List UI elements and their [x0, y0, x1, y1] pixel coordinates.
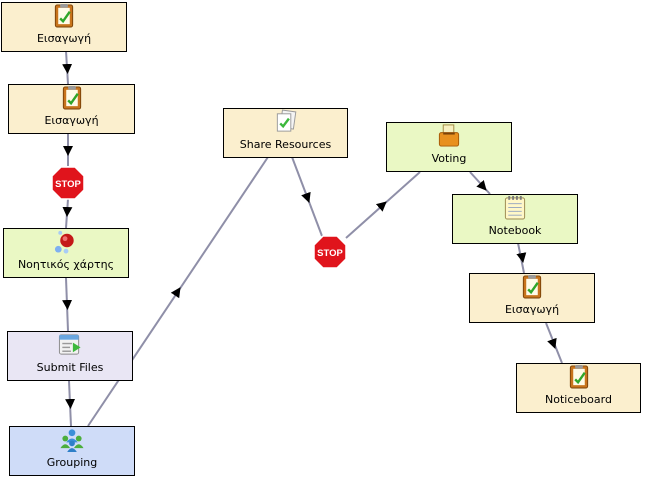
documents-icon [276, 109, 296, 132]
activity-intro-3-label: Εισαγωγή [504, 303, 560, 316]
stop-gate-1[interactable]: STOP [51, 166, 85, 200]
transition-notebook-intro3[interactable] [517, 242, 525, 274]
activity-voting[interactable]: Voting [386, 122, 512, 172]
notebook-icon [504, 195, 526, 220]
transition-stop2-voting[interactable] [345, 171, 421, 239]
activity-share-resources[interactable]: Share Resources [223, 108, 348, 158]
activity-notebook[interactable]: Notebook [452, 194, 578, 244]
clipboard-icon [62, 85, 81, 110]
transition-submit-grouping[interactable] [68, 380, 72, 427]
transition-intro1-intro2[interactable] [65, 50, 69, 85]
mindmap-icon [54, 230, 74, 254]
activity-intro-2[interactable]: Εισαγωγή [8, 84, 135, 134]
activity-noticeboard-label: Noticeboard [545, 393, 612, 406]
transition-stop1-mindmap[interactable] [65, 198, 69, 229]
clipboard-icon [54, 3, 74, 28]
activity-intro-2-label: Εισαγωγή [44, 114, 99, 127]
transition-grouping-share[interactable] [87, 156, 269, 427]
clipboard-icon [569, 364, 588, 389]
people-icon [60, 429, 84, 452]
stop-gate-1-label: STOP [55, 179, 81, 190]
stop-gate-2[interactable]: STOP [313, 235, 347, 269]
clipboard-icon [522, 274, 542, 299]
activity-intro-3[interactable]: Εισαγωγή [469, 273, 595, 323]
transition-mindmap-submit[interactable] [65, 277, 69, 332]
activity-grouping-label: Grouping [46, 456, 98, 469]
activity-notebook-label: Notebook [488, 224, 542, 237]
activity-grouping[interactable]: Grouping [9, 426, 135, 476]
activity-intro-1-label: Εισαγωγή [36, 32, 92, 45]
activity-noticeboard[interactable]: Noticeboard [516, 363, 641, 413]
stop-gate-2-label: STOP [317, 248, 343, 259]
transition-intro3-noticeboard[interactable] [545, 322, 563, 364]
upload-icon [58, 334, 81, 355]
ballot-box-icon [438, 124, 460, 147]
activity-intro-1[interactable]: Εισαγωγή [1, 2, 127, 52]
transition-voting-notebook[interactable] [469, 171, 491, 195]
activity-share-resources-label: Share Resources [239, 138, 332, 151]
activity-mindmap[interactable]: Νοητικός χάρτης [3, 228, 129, 278]
activity-mindmap-label: Νοητικός χάρτης [17, 258, 115, 271]
transition-share-stop2[interactable] [291, 156, 323, 237]
activity-voting-label: Voting [431, 152, 467, 165]
stop-sign-icon: STOP [51, 166, 85, 200]
activity-submit-files[interactable]: Submit Files [7, 331, 133, 381]
stop-sign-icon: STOP [313, 235, 347, 269]
activity-submit-files-label: Submit Files [36, 361, 104, 374]
